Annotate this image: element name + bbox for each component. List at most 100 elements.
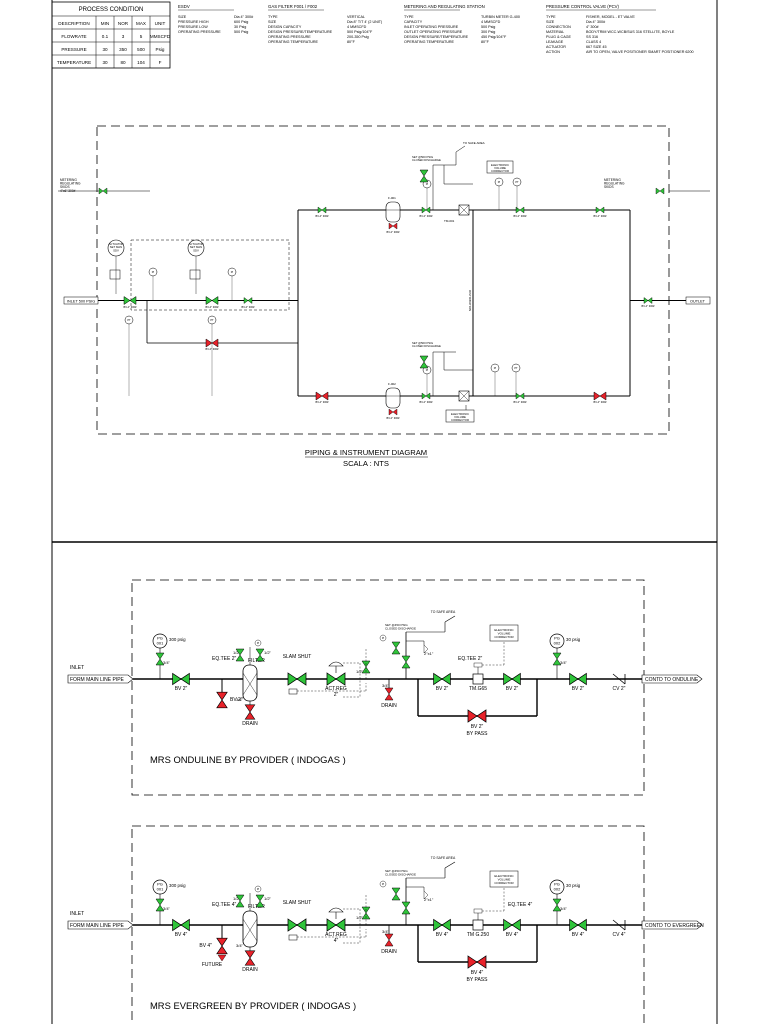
mrs-outlet-pipe-label: CONTD TO ONDULINE bbox=[645, 677, 699, 683]
outlet-label: OUTLET bbox=[690, 300, 706, 304]
psv-label-line: CLOSED DISCHARGE bbox=[412, 158, 441, 162]
check-valve-outlet bbox=[643, 297, 653, 304]
valve-tag: BV-2" 300# bbox=[419, 214, 433, 218]
instrument-bubble bbox=[207, 315, 217, 325]
instrument-bubble bbox=[124, 315, 134, 325]
spec-value: 80°F bbox=[481, 40, 490, 44]
act-reg-sense-size: 1/2" bbox=[356, 915, 364, 920]
bv-meter-out-label: BV 4" bbox=[506, 932, 519, 938]
check-valve bbox=[612, 673, 626, 685]
spec-title: GAS FILTER F001 / F002 bbox=[268, 4, 318, 9]
volume-corrector-boxes bbox=[445, 160, 514, 423]
evc-label-line: CORRECTOR bbox=[451, 418, 469, 422]
bypass-valve-label: BV 4" bbox=[471, 970, 484, 976]
bypass-label: BY PASS bbox=[467, 731, 489, 737]
metering-right-line: REGULATING bbox=[604, 182, 625, 186]
bv-inlet-label: BV 4" bbox=[175, 932, 188, 938]
spec-value: 300 Psig bbox=[481, 30, 495, 34]
spec-key: TYPE bbox=[268, 15, 278, 19]
spec-key: PLUG & CAGE bbox=[546, 35, 572, 39]
turbine-meter bbox=[472, 919, 484, 931]
valve-tag: BV-2" 300# bbox=[386, 416, 400, 420]
instrument-bubble bbox=[494, 177, 504, 187]
spec-key: MATERIAL bbox=[546, 30, 564, 34]
pg2-tag: PG bbox=[554, 882, 560, 887]
psv-set-label: SET @450 PSIG bbox=[385, 623, 408, 627]
spec-key: CONNECTION bbox=[546, 25, 571, 29]
filter-drain-size: 3/4" bbox=[236, 943, 244, 948]
pg1-size: 3/4" bbox=[163, 660, 171, 665]
spec-value: VERTICAL bbox=[347, 15, 365, 19]
evc-label-line: ELECTRONIC bbox=[491, 163, 509, 167]
spec-key: SIZE bbox=[546, 20, 555, 24]
eqtee-meter-label: EQ.TEE 2" bbox=[458, 656, 483, 662]
pg2-pressure: 30 psig bbox=[566, 637, 581, 642]
psv-label-line: CLOSED DISCHARGE bbox=[412, 344, 441, 348]
filter-dp-valve bbox=[255, 648, 265, 662]
spec-value: BODY/TRIM WCC-WCB/SUS 316 STELLITE, BOYL… bbox=[586, 30, 675, 34]
bv-inlet-3 bbox=[243, 297, 253, 304]
pressure-gauge-1 bbox=[152, 633, 168, 649]
instrument-tag: PI bbox=[426, 182, 429, 186]
downstream-drain-valve bbox=[384, 687, 394, 701]
volume-corrector-label: CORRECTOR bbox=[494, 635, 514, 639]
bv-meter-out-label: BV 2" bbox=[506, 686, 519, 692]
outlet-box bbox=[685, 296, 711, 305]
actuator-label-line: SET MAN bbox=[190, 245, 202, 249]
spec-value: 500 Psig bbox=[481, 25, 495, 29]
evc-label-line: CORRECTOR bbox=[491, 169, 509, 173]
downstream-drain-size: 3/4" bbox=[382, 929, 390, 934]
inlet-branch-valve bbox=[216, 691, 228, 709]
metering-left-line: METERING bbox=[60, 178, 77, 182]
mrs-inlet-pipe-label: FORM MAIN LINE PIPE bbox=[70, 677, 125, 683]
metering-left-line: SKIDS bbox=[60, 185, 70, 189]
future-label: FUTURE bbox=[202, 962, 223, 968]
psv-isolation-valve bbox=[401, 655, 411, 669]
table-cell: F bbox=[159, 60, 162, 65]
spec-key: ACTION bbox=[546, 50, 560, 54]
psv-set-label: CLOSED DISCHARGE bbox=[385, 872, 416, 876]
pg2-size: 3/4" bbox=[560, 660, 568, 665]
filter-drain-size: 3/4" bbox=[236, 697, 244, 702]
table-header-cell: DESCRIPTION bbox=[58, 21, 89, 26]
downstream-drain-label: DRAIN bbox=[381, 703, 397, 709]
metering-right-line: SKIDS bbox=[604, 185, 614, 189]
downstream-drain-size: 3/4" bbox=[382, 683, 390, 688]
valve-tag: BV-4" 300# bbox=[315, 400, 329, 404]
instrument-tag: PI bbox=[494, 366, 497, 370]
bypass-label: BY PASS bbox=[467, 977, 489, 983]
pid-title: PIPING & INSTRUMENT DIAGRAM bbox=[305, 448, 427, 457]
pressure-gauge-1 bbox=[152, 879, 168, 895]
mrs-inlet-label: INLET bbox=[70, 665, 84, 671]
spec-key: LEAKAGE bbox=[546, 40, 564, 44]
eqtee-inlet-label: EQ.TEE 4" bbox=[212, 902, 237, 908]
evc-label-line: VOLUME bbox=[494, 166, 506, 170]
turbine-meter-label: TM G.250 bbox=[467, 932, 489, 938]
table-header-cell: UNIT bbox=[155, 21, 166, 26]
distribution-vertical-note: DISTRIBUTION bbox=[468, 290, 472, 311]
psv-valve-lower bbox=[419, 355, 429, 369]
volume-corrector-label: ELECTRONIC bbox=[494, 874, 514, 878]
bv-outlet bbox=[569, 919, 587, 931]
mrs-boundary bbox=[131, 825, 645, 1024]
valve-tag: BV-2" 300# bbox=[419, 400, 433, 404]
filter-pi: PI bbox=[257, 888, 260, 891]
instrument-tag: PT bbox=[514, 366, 518, 370]
bv-upper-1 bbox=[317, 206, 327, 214]
psv-pi: PI bbox=[382, 637, 385, 640]
filter-vessel bbox=[242, 910, 258, 948]
bv-meter-in-label: BV 2" bbox=[436, 686, 449, 692]
valve-tag: BV-2" 300# bbox=[513, 214, 527, 218]
psv-set-label: CLOSED DISCHARGE bbox=[385, 626, 416, 630]
instrument-bubble bbox=[148, 267, 158, 277]
bv-lower-1 bbox=[315, 391, 329, 401]
psv-pi: PI bbox=[382, 883, 385, 886]
psv-valve-upper bbox=[419, 169, 429, 183]
active-regulator-valve bbox=[326, 918, 346, 932]
spec-title: PRESSURE CONTROL VALVE (PCV) bbox=[546, 4, 620, 9]
psv-label-line: SET @500 PSIG bbox=[412, 155, 433, 159]
valve-tag: BV-4" 300# bbox=[123, 305, 137, 309]
